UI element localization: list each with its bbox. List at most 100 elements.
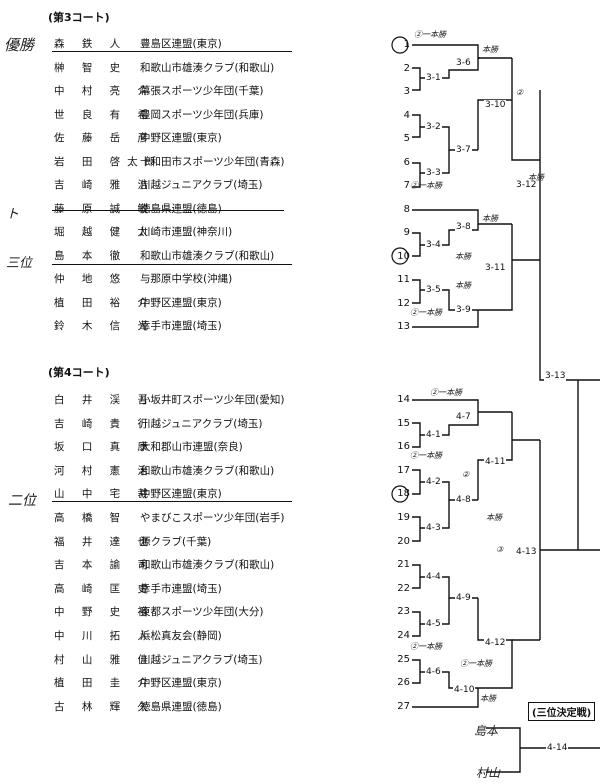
player-name: 吉 崎 貴 行 xyxy=(54,417,156,430)
player-club: 幸手市連盟(埼玉) xyxy=(140,320,222,332)
rank-note-third: 三位 xyxy=(6,256,33,271)
seed-number: 10 xyxy=(397,250,410,262)
match-4-12: 4-12 xyxy=(484,638,507,648)
match-4-7: 4-7 xyxy=(455,412,472,422)
player-row: 白 井 渓 吾小坂井町スポーツ少年団(愛知) xyxy=(54,393,284,407)
player-club: 幕張スポーツ少年団(千葉) xyxy=(140,85,264,97)
match-4-14: 4-14 xyxy=(546,743,569,753)
player-name: 中 川 拓 人 xyxy=(54,630,156,642)
player-name: 中 村 亮 介 xyxy=(54,85,156,97)
player-club: 川崎市連盟(神奈川) xyxy=(140,226,233,238)
third-place-title: (三位決定戦) xyxy=(528,702,596,721)
seed-number: 24 xyxy=(397,630,410,641)
hw-win-12: ②一本勝 xyxy=(410,642,442,651)
player-row: 吉 崎 貴 行川越ジュニアクラブ(埼玉) xyxy=(54,417,262,431)
rank-note-strike-mark: ト xyxy=(6,207,20,222)
player-row: 村 山 雅 佳川越ジュニアクラブ(埼玉) xyxy=(54,653,262,667)
player-name: 村 山 雅 佳 xyxy=(54,653,156,666)
player-name: 植 田 裕 介 xyxy=(54,296,156,309)
player-row: 中 村 亮 介幕張スポーツ少年団(千葉) xyxy=(54,84,263,98)
match-4-11: 4-11 xyxy=(484,457,507,467)
winner-underline xyxy=(52,51,292,52)
third-underline xyxy=(52,264,292,265)
player-club: 東都スポーツ少年団(大分) xyxy=(140,606,264,619)
hw-win-1: ②一本勝 xyxy=(414,30,446,39)
hw-win-6: 本勝 xyxy=(455,252,471,261)
player-row: 植 田 裕 介中野区連盟(東京) xyxy=(54,296,222,310)
hw-third-player-2: 村山 xyxy=(476,766,501,780)
player-row: 堀 越 健 太川崎市連盟(神奈川) xyxy=(54,225,232,239)
match-3-6: 3-6 xyxy=(455,58,472,68)
player-row: 森 鉄 人豊島区連盟(東京) xyxy=(54,37,222,51)
player-name: 高 橋 智 xyxy=(54,512,128,524)
player-row: 鈴 木 信 光幸手市連盟(埼玉) xyxy=(54,319,222,333)
player-name: 堀 越 健 太 xyxy=(54,226,156,238)
player-row: 仲 地 悠与那原中学校(沖縄) xyxy=(54,272,232,286)
hw-win-11: 本勝 xyxy=(486,513,502,522)
hw-win-2: 本勝 xyxy=(482,45,498,54)
hw-win-9: ②一本勝 xyxy=(430,388,462,397)
player-club: 中野区連盟(東京) xyxy=(140,132,222,144)
player-name: 仲 地 悠 xyxy=(54,273,128,285)
player-row: 藤 原 誠 敏徳島県連盟(徳島) xyxy=(54,202,222,216)
player-row: 古 林 輝 久徳島県連盟(徳島) xyxy=(54,700,222,714)
player-name: 古 林 輝 久 xyxy=(54,700,156,713)
player-club: 浜松真友会(静岡) xyxy=(140,630,222,642)
player-row: 山 中 宅 裁中野区連盟(東京) xyxy=(54,487,222,501)
hw-win-3: 本勝 xyxy=(528,173,544,182)
player-club: 徳島県連盟(徳島) xyxy=(140,202,222,215)
circle-seed-10 xyxy=(391,247,409,265)
player-club: 中野区連盟(東京) xyxy=(140,488,222,501)
player-name: 吉 崎 雅 浩 xyxy=(54,179,156,191)
player-club: 川越ジュニアクラブ(埼玉) xyxy=(140,417,263,430)
player-club: 源クラブ(千葉) xyxy=(140,535,212,548)
seed-number: 13 xyxy=(397,321,410,332)
player-club: 徳島県連盟(徳島) xyxy=(140,700,222,713)
match-4-8: 4-8 xyxy=(455,495,472,505)
match-4-10: 4-10 xyxy=(453,685,476,695)
court4-title: (第4コート) xyxy=(48,366,110,379)
seed-number: 27 xyxy=(397,700,410,712)
player-name: 植 田 圭 介 xyxy=(54,677,156,690)
hw-win-7: 本勝 xyxy=(455,281,471,290)
match-3-2: 3-2 xyxy=(425,122,442,132)
player-row: 吉 本 諭 司和歌山市雄湊クラブ(和歌山) xyxy=(54,558,274,572)
match-4-13: 4-13 xyxy=(515,547,538,557)
player-club: やまびこスポーツ少年団(岩手) xyxy=(140,512,285,524)
match-3-7: 3-7 xyxy=(455,145,472,155)
player-row: 吉 崎 雅 浩川越ジュニアクラブ(埼玉) xyxy=(54,178,262,192)
player-row: 河 村 憲 治和歌山市雄湊クラブ(和歌山) xyxy=(54,464,274,478)
match-4-9: 4-9 xyxy=(455,593,472,603)
player-name: 白 井 渓 吾 xyxy=(54,394,156,406)
player-name: 佐 藤 岳 彦 xyxy=(54,132,156,144)
player-club: 豊岡スポーツ少年団(兵庫) xyxy=(140,108,264,121)
seed-number: 15 xyxy=(397,417,410,429)
seed-number: 14 xyxy=(397,394,410,405)
player-row: 福 井 達 也源クラブ(千葉) xyxy=(54,535,211,549)
seed-number: 8 xyxy=(403,203,410,215)
rank-note-winner: 優勝 xyxy=(4,36,35,54)
seed-number: 19 xyxy=(397,512,410,523)
match-3-1: 3-1 xyxy=(425,73,442,83)
match-4-4: 4-4 xyxy=(425,572,442,582)
hw-win-8: ②一本勝 xyxy=(410,308,442,317)
seed-number: 7 xyxy=(403,180,410,191)
player-club: 和歌山市雄湊クラブ(和歌山) xyxy=(140,464,275,477)
player-club: 幸手市連盟(埼玉) xyxy=(140,582,222,595)
seed-number: 5 xyxy=(403,133,410,144)
player-club: 中野区連盟(東京) xyxy=(140,677,222,690)
match-4-2: 4-2 xyxy=(425,477,442,487)
player-name: 中 野 史 裕 xyxy=(54,606,156,619)
player-club: 和歌山市雄湊クラブ(和歌山) xyxy=(140,249,275,262)
seed-number: 21 xyxy=(397,559,410,571)
player-club: 与那原中学校(沖縄) xyxy=(140,273,233,285)
match-3-8: 3-8 xyxy=(455,222,472,232)
hw-mark-2: ② xyxy=(462,470,470,479)
hw-mark-3: ③ xyxy=(496,545,504,554)
match-3-12: 3-12 xyxy=(515,180,538,190)
player-row: 坂 口 真 康大和郡山市連盟(奈良) xyxy=(54,440,243,454)
player-name: 森 鉄 人 xyxy=(54,38,128,50)
player-club: 大和郡山市連盟(奈良) xyxy=(140,441,243,454)
seed-number: 9 xyxy=(403,227,410,238)
seed-number: 26 xyxy=(397,677,410,689)
